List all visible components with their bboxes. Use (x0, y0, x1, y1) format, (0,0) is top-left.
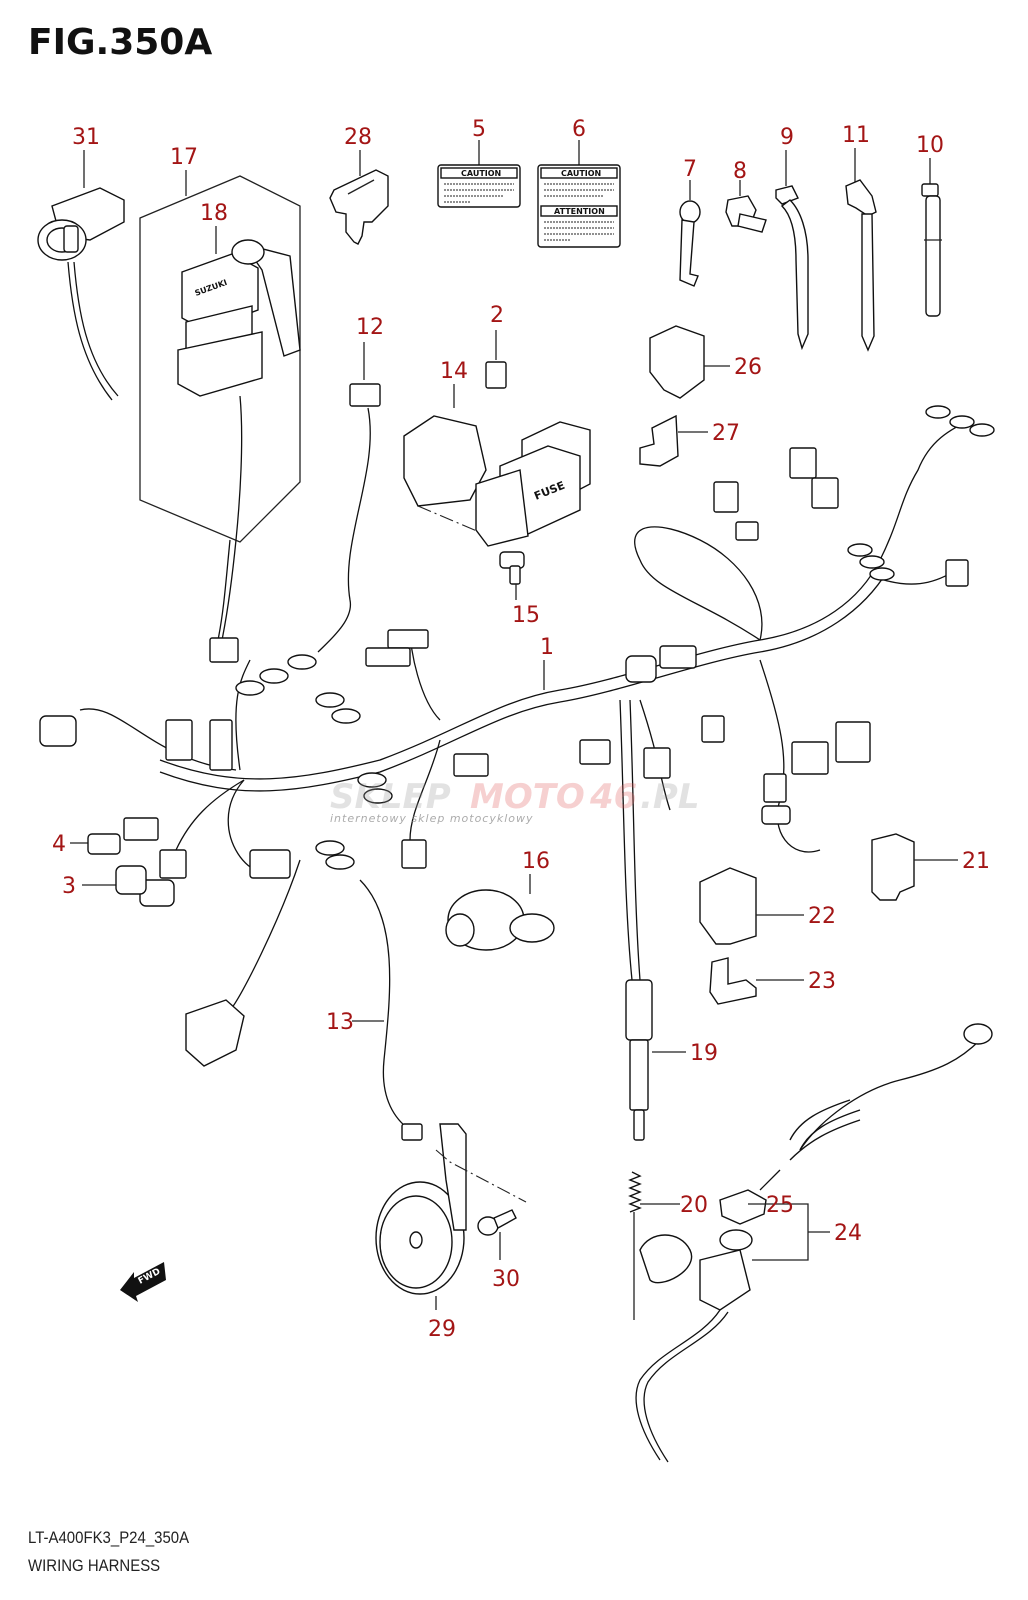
callout-9: 9 (780, 125, 794, 150)
watermark-brand-4: .PL (640, 777, 700, 817)
callout-28: 28 (344, 125, 372, 150)
part-21-relay[interactable] (871, 833, 958, 901)
part-30-bolt[interactable] (477, 1209, 517, 1260)
callout-5: 5 (472, 117, 486, 142)
part-8-clamp[interactable] (725, 180, 767, 233)
callout-6: 6 (572, 117, 586, 142)
callout-25: 25 (766, 1193, 794, 1218)
part-3-connector-cap[interactable] (82, 865, 147, 895)
callout-30: 30 (492, 1267, 520, 1292)
callout-8: 8 (733, 159, 747, 184)
callout-2: 2 (490, 303, 504, 328)
watermark: SKLEP MOTO 46 .PL internetowy sklep moto… (330, 777, 700, 825)
part-13-lead-wire[interactable] (352, 879, 423, 1141)
figure-subtitle: WIRING HARNESS (28, 1556, 161, 1575)
callout-22: 22 (808, 904, 836, 929)
watermark-brand-2: MOTO (470, 777, 585, 817)
callout-29: 29 (428, 1317, 456, 1342)
part-23-bracket[interactable] (709, 957, 804, 1005)
callout-18: 18 (200, 201, 228, 226)
fwd-arrow-icon: FWD (120, 1262, 166, 1302)
figure-footer: LT-A400FK3_P24_350A WIRING HARNESS (28, 1524, 189, 1580)
callout-17: 17 (170, 145, 198, 170)
part-12-lead-wire[interactable] (287, 342, 381, 670)
part-19-stop-switch[interactable] (625, 979, 686, 1141)
attention-text: ATTENTION (554, 207, 605, 216)
callout-19: 19 (690, 1041, 718, 1066)
part-17-ignition-assy[interactable] (139, 170, 301, 543)
figure-title: FIG.350A (28, 22, 213, 63)
callout-12: 12 (356, 315, 384, 340)
callout-7: 7 (683, 157, 697, 182)
watermark-brand-3: 46 (589, 777, 637, 817)
callout-4: 4 (52, 832, 66, 857)
callout-21: 21 (962, 849, 990, 874)
part-22-relay[interactable] (699, 867, 804, 945)
part-10-band[interactable] (921, 158, 942, 317)
part-24-engine-stop-switch[interactable] (635, 1023, 993, 1463)
part-16-switch[interactable] (445, 874, 555, 951)
watermark-brand-1: SKLEP (330, 777, 451, 817)
callout-20: 20 (680, 1193, 708, 1218)
part-18-ignition-switch[interactable]: SUZUKI (177, 226, 301, 663)
caution-text-6: CAUTION (561, 169, 601, 178)
part-9-cable-tie[interactable] (775, 150, 809, 351)
part-26-relay[interactable] (649, 325, 730, 399)
part-6-caution-attention-label[interactable]: CAUTION ATTENTION (537, 140, 621, 248)
callout-31: 31 (72, 125, 100, 150)
part-20-spring[interactable] (628, 1171, 680, 1320)
callout-3: 3 (62, 874, 76, 899)
callout-24: 24 (834, 1221, 862, 1246)
watermark-tagline: internetowy sklep motocyklowy (330, 812, 534, 825)
part-4-connector-cap[interactable] (70, 833, 121, 855)
callout-26: 26 (734, 355, 762, 380)
caution-text-5: CAUTION (461, 169, 501, 178)
part-27-bracket[interactable] (639, 414, 708, 467)
part-1-wiring-harness[interactable] (39, 405, 995, 1067)
part-11-cable-tie[interactable] (845, 148, 877, 352)
callout-13: 13 (326, 1010, 354, 1035)
part-29-horn[interactable] (375, 1123, 527, 1310)
part-31-switch[interactable] (37, 150, 125, 401)
callout-1: 1 (540, 635, 554, 660)
callout-11: 11 (842, 123, 870, 148)
callout-10: 10 (916, 133, 944, 158)
part-15-bolt[interactable] (499, 551, 525, 600)
callout-16: 16 (522, 849, 550, 874)
callout-15: 15 (512, 603, 540, 628)
part-28-key[interactable] (329, 150, 389, 245)
part-2-fuse[interactable] (485, 330, 507, 389)
model-code: LT-A400FK3_P24_350A (28, 1528, 190, 1547)
part-7-clamp[interactable] (679, 180, 701, 287)
fuse-box[interactable]: FUSE (475, 421, 591, 547)
part-5-caution-label[interactable]: CAUTION (437, 140, 521, 208)
callout-14: 14 (440, 359, 468, 384)
callout-23: 23 (808, 969, 836, 994)
callout-27: 27 (712, 421, 740, 446)
